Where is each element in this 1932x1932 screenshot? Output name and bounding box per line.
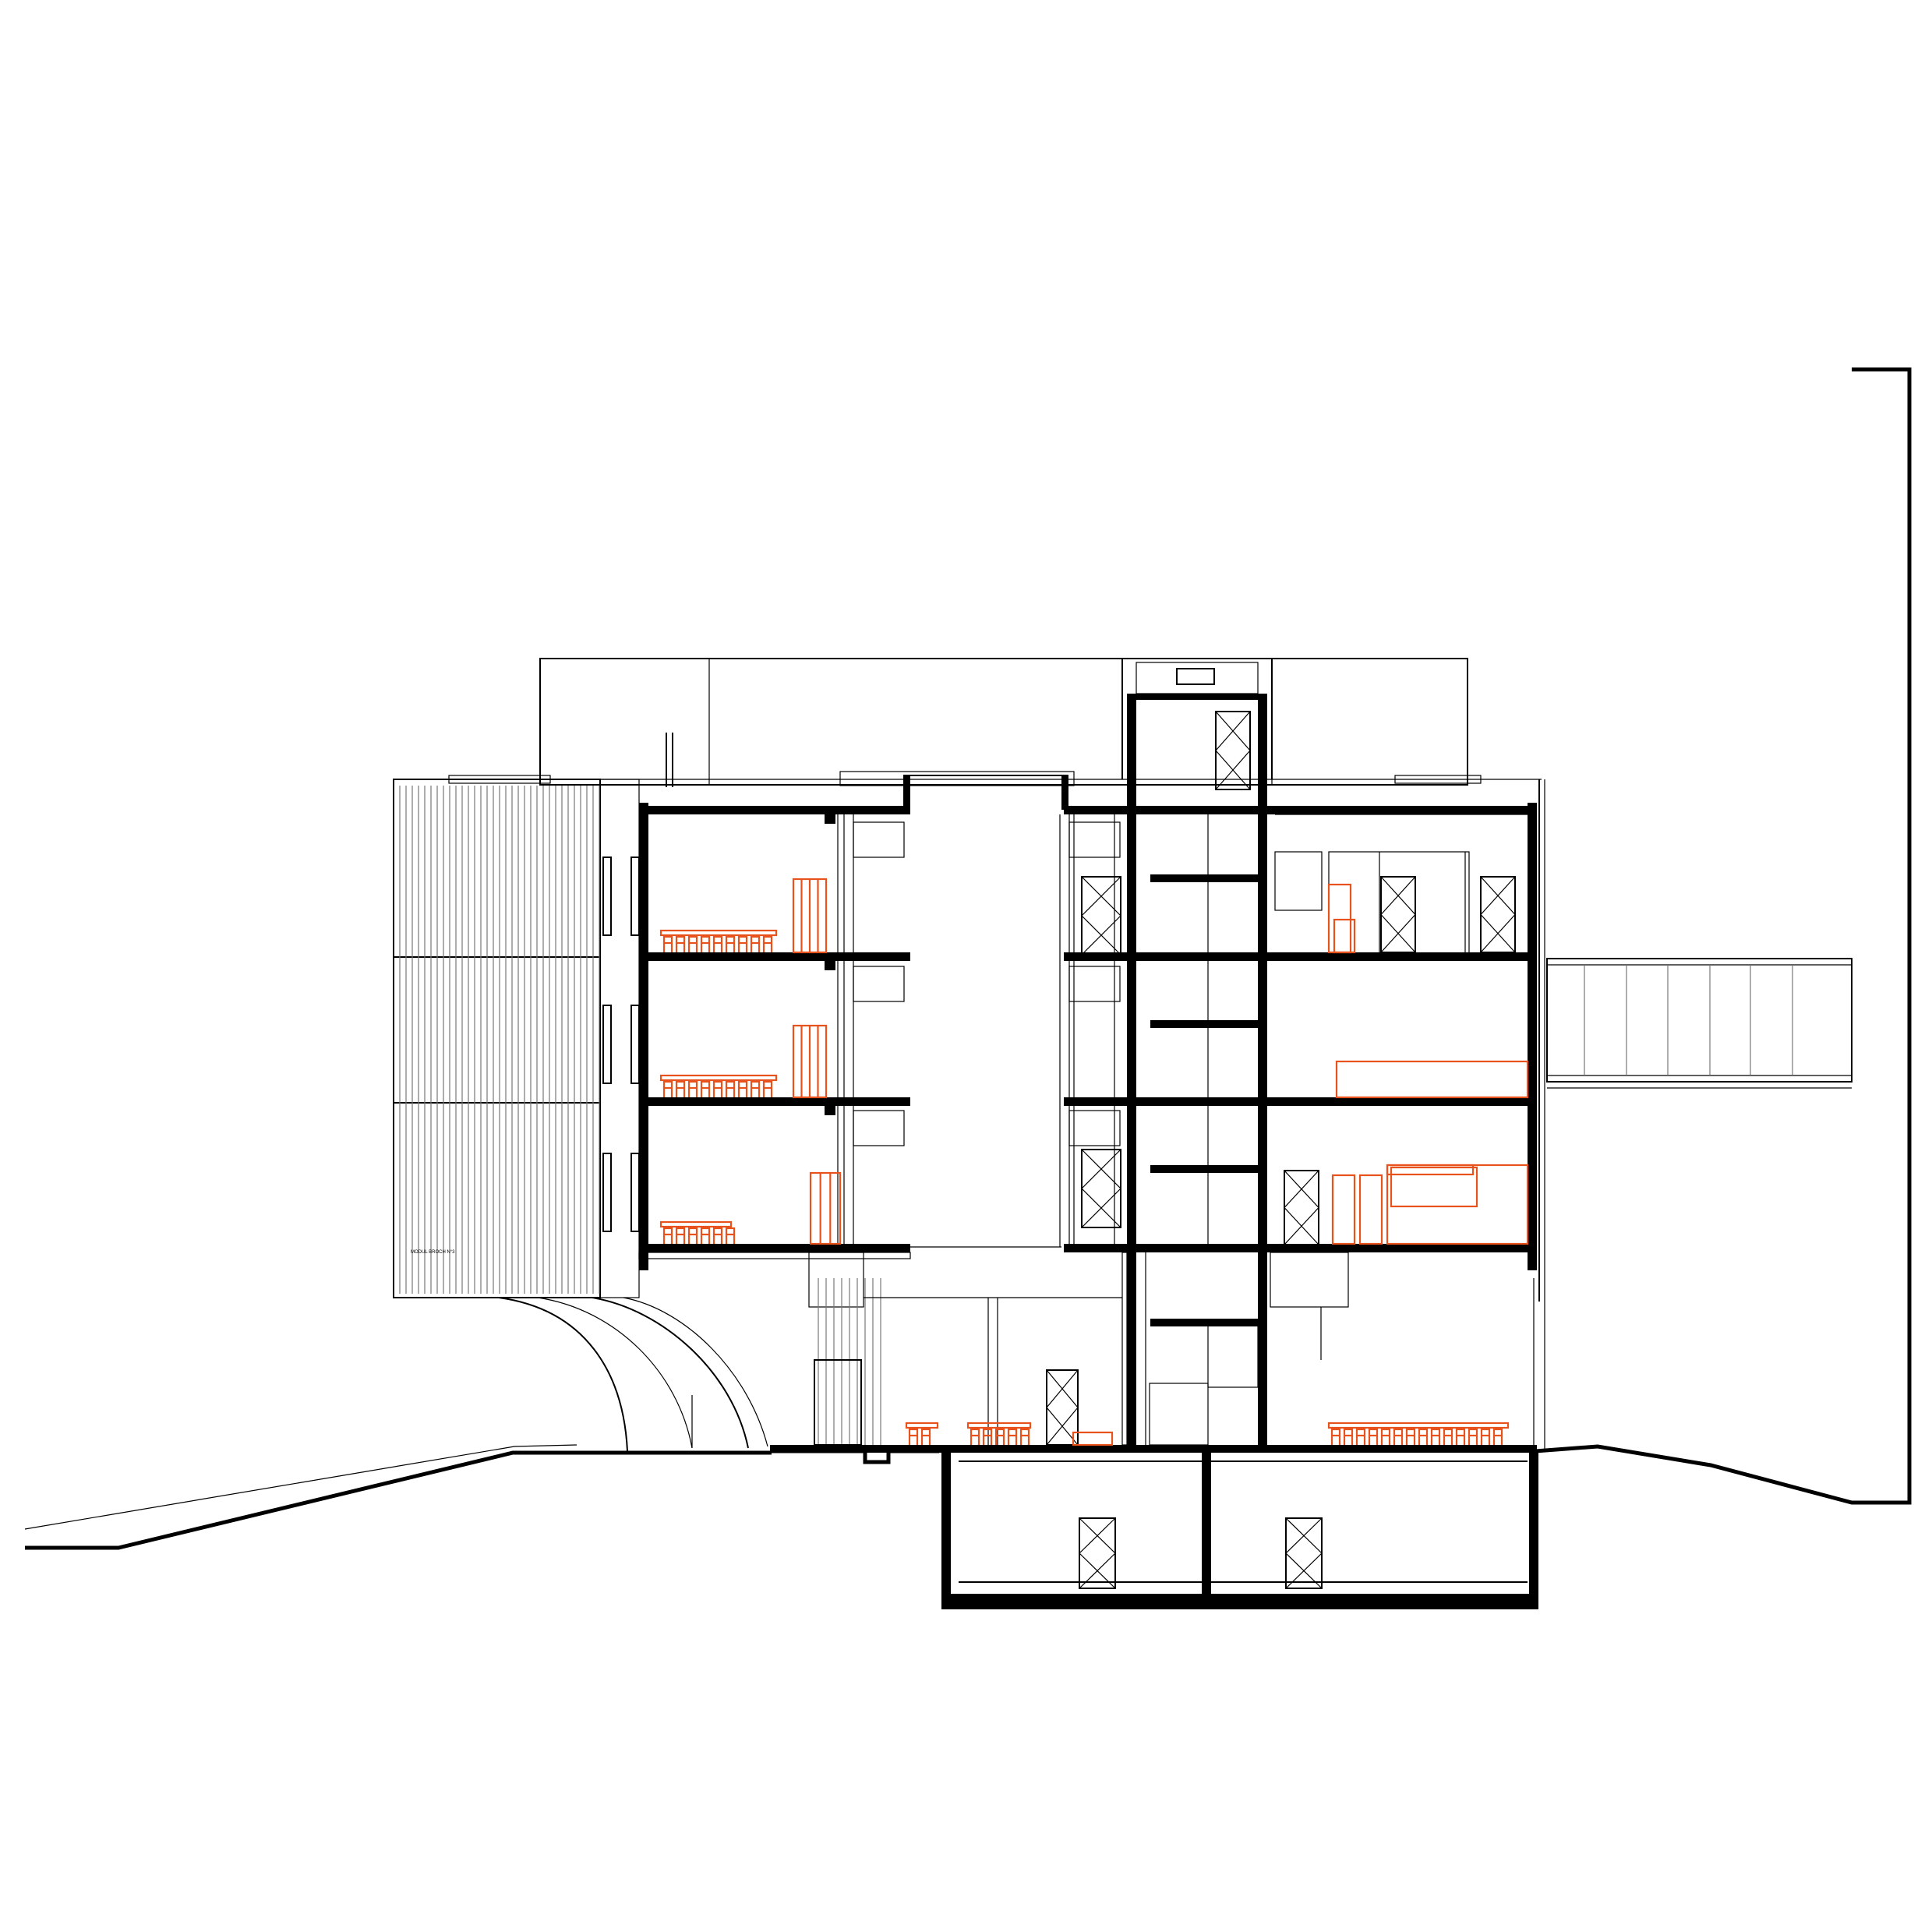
table-with-chairs xyxy=(905,1422,939,1445)
basement xyxy=(941,1450,1538,1609)
door xyxy=(1081,1149,1121,1228)
roof-structures xyxy=(436,658,1542,787)
door xyxy=(1480,876,1516,953)
table-with-chairs xyxy=(1327,1422,1510,1445)
doors xyxy=(1046,711,1516,1589)
door xyxy=(1284,1170,1319,1245)
shelving xyxy=(1386,1164,1529,1245)
facade-panel-label: MODUL BROCH N°3 xyxy=(411,1250,455,1255)
furniture xyxy=(659,878,1529,1446)
shelving xyxy=(1358,1174,1383,1245)
rack xyxy=(1390,1166,1478,1208)
door xyxy=(1079,1517,1116,1589)
terrain xyxy=(24,1444,1909,1550)
roof-door xyxy=(1215,711,1251,790)
door xyxy=(1285,1517,1323,1589)
table-with-chairs xyxy=(966,1422,1032,1445)
table-with-chairs xyxy=(659,929,778,952)
shelving xyxy=(792,878,828,954)
ground-floor xyxy=(808,1252,1128,1446)
table-with-chairs xyxy=(659,1074,778,1097)
door xyxy=(1081,876,1121,955)
shelving xyxy=(1327,883,1352,954)
footbridge xyxy=(1546,958,1853,1089)
shelving xyxy=(1331,1174,1356,1245)
door xyxy=(1046,1369,1079,1446)
shelving xyxy=(1333,918,1356,954)
shelving xyxy=(809,1171,842,1245)
right-wing-rooms xyxy=(1073,814,1528,1450)
entrance-arches xyxy=(498,1297,768,1452)
floor-slabs xyxy=(638,806,1537,1453)
shelving xyxy=(792,1024,828,1099)
left-facade-panels: MODUL BROCH N°3 xyxy=(393,779,640,1298)
neighbor-wall xyxy=(1852,367,1912,1505)
table-with-chairs xyxy=(659,1220,736,1244)
door xyxy=(1380,876,1416,953)
counter xyxy=(1335,1060,1529,1099)
low-table xyxy=(1072,1431,1114,1446)
exterior-walls xyxy=(639,779,1545,1450)
stair-core xyxy=(1121,659,1273,1450)
central-atrium xyxy=(825,775,1121,1248)
bench xyxy=(1386,1164,1475,1176)
